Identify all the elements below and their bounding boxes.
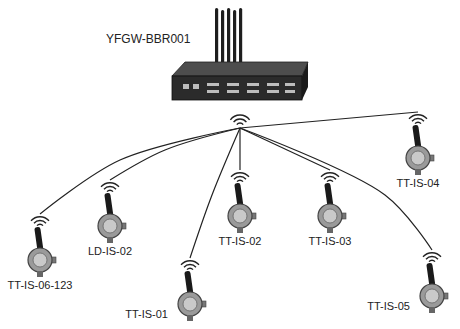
transmitter-node: LD-IS-02 [87, 180, 133, 259]
radio-wave [104, 186, 116, 189]
device-label: TT-IS-03 [308, 234, 353, 249]
gateway-illustration [105, 6, 315, 128]
housing-face [425, 289, 439, 303]
transmitter-icon [92, 180, 128, 244]
housing [98, 214, 122, 238]
radio-wave [230, 115, 249, 120]
radio-wave [107, 190, 113, 191]
gateway-side [302, 62, 308, 100]
housing-face [411, 151, 425, 165]
port [227, 90, 239, 93]
radio-wave [31, 217, 49, 221]
antenna [233, 10, 236, 64]
antenna [221, 10, 224, 64]
port [267, 83, 279, 86]
port [207, 90, 219, 93]
device-label: TT-IS-01 [124, 307, 169, 322]
port [193, 84, 199, 89]
radio-wave [181, 261, 199, 265]
process-connection [237, 227, 243, 233]
radio-wave [324, 176, 336, 179]
port [227, 83, 239, 86]
transmitter-node: TT-IS-04 [396, 112, 441, 191]
transmitter-icon [312, 170, 348, 234]
device-label: LD-IS-02 [87, 244, 133, 259]
radio-wave [34, 220, 46, 223]
transmitter-node: TT-IS-01 [124, 258, 208, 322]
transmitter-node: TT-IS-05 [366, 250, 450, 314]
radio-wave [231, 173, 249, 177]
device-label: TT-IS-02 [218, 234, 263, 249]
radio-wave [187, 268, 193, 269]
radio-wave [423, 253, 441, 257]
transmitter-node: TT-IS-06-123 [7, 214, 74, 293]
housing-face [323, 209, 337, 223]
transmitter-icon [172, 258, 208, 322]
radio-wave [412, 118, 424, 121]
wireless-link [240, 112, 418, 128]
gateway-top [172, 62, 308, 76]
wireless-link [239, 128, 240, 170]
radio-wave [184, 264, 196, 267]
port [247, 83, 259, 86]
process-connection [37, 271, 43, 277]
process-connection [187, 315, 193, 321]
radio-wave [321, 173, 339, 177]
wireless-link [240, 128, 330, 170]
radio-wave [101, 183, 119, 187]
device-label: TT-IS-04 [396, 176, 441, 191]
housing [178, 292, 202, 316]
housing-face [183, 297, 197, 311]
wireless-link [110, 128, 240, 180]
housing-face [103, 219, 117, 233]
device-label: TT-IS-05 [366, 299, 411, 314]
transmitter-icon [400, 112, 436, 176]
port [247, 90, 259, 93]
radio-wave [426, 256, 438, 259]
housing [318, 204, 342, 228]
radio-wave [237, 123, 243, 125]
transmitter-icon [22, 214, 58, 278]
port [267, 90, 279, 93]
process-connection [429, 307, 435, 313]
device-label: TT-IS-06-123 [7, 278, 74, 293]
radio-wave [415, 122, 421, 123]
transmitter-node: TT-IS-03 [308, 170, 353, 249]
gateway-node: YFGW-BBR001 [105, 6, 315, 128]
port [285, 83, 295, 86]
housing [228, 204, 252, 228]
transmitter-icon [414, 250, 450, 314]
housing [28, 248, 52, 272]
housing [420, 284, 444, 308]
process-connection [327, 227, 333, 233]
radio-wave [409, 115, 427, 119]
housing-face [233, 209, 247, 223]
device-label: YFGW-BBR001 [105, 32, 191, 47]
antenna [239, 8, 242, 64]
process-connection [415, 169, 421, 175]
process-connection [107, 237, 113, 243]
transmitter-node: TT-IS-02 [218, 170, 263, 249]
antenna [227, 8, 230, 64]
antenna [215, 8, 218, 64]
radio-wave [234, 119, 247, 122]
gateway-front [172, 76, 302, 100]
housing-face [33, 253, 47, 267]
radio-wave [327, 180, 333, 181]
port [183, 84, 189, 89]
housing [406, 146, 430, 170]
radio-wave [234, 176, 246, 179]
radio-wave [37, 224, 43, 225]
transmitter-icon [222, 170, 258, 234]
radio-wave [237, 180, 243, 181]
radio-wave [429, 260, 435, 261]
port [207, 83, 219, 86]
port [285, 90, 295, 93]
